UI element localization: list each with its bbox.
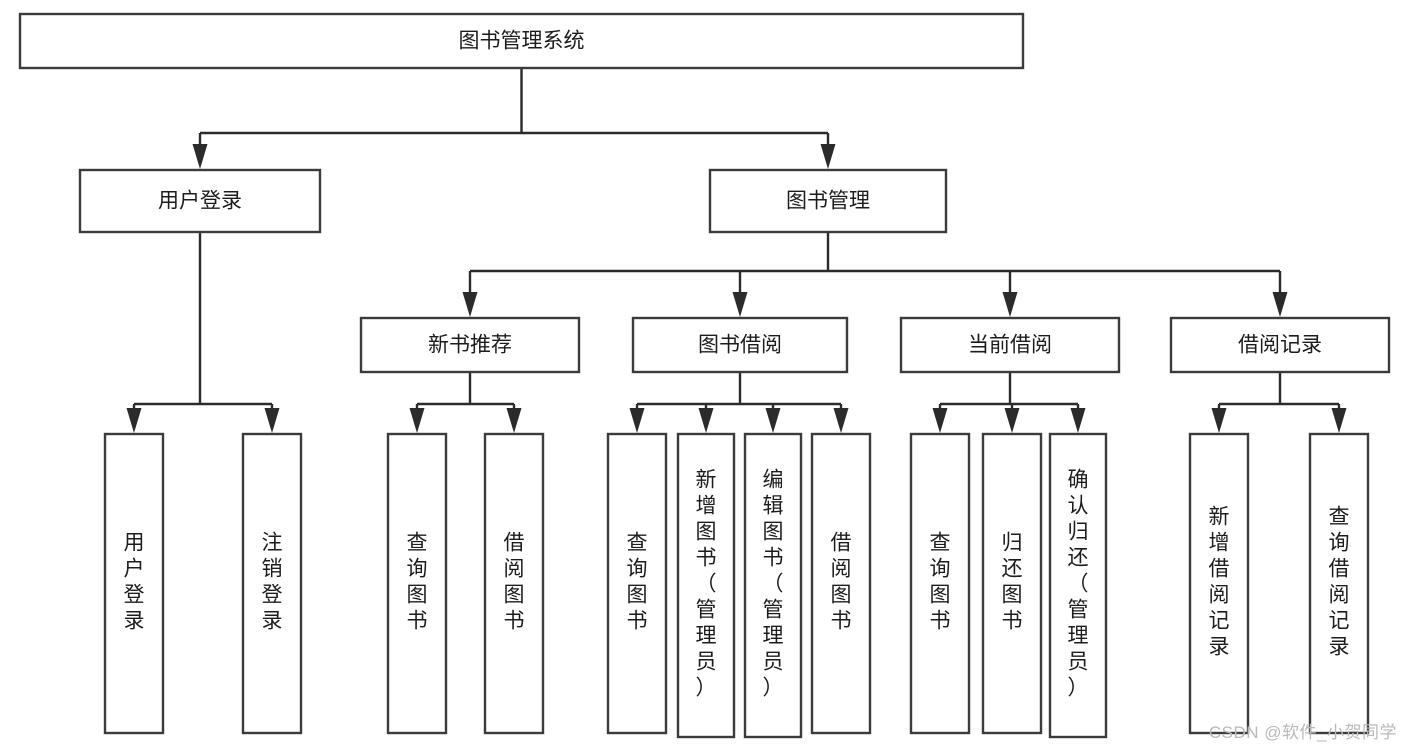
node-leaf-logout[interactable]: 注销登录 xyxy=(241,432,303,735)
arrow-head-icon xyxy=(698,408,714,433)
arrow-head-icon xyxy=(192,144,208,169)
connector-group-borrow-record xyxy=(1211,372,1347,433)
connector-group-root xyxy=(192,68,836,169)
arrow-head-icon xyxy=(1004,408,1020,433)
connector-group-current-borrow xyxy=(932,372,1086,433)
arrow-head-icon xyxy=(1331,408,1347,433)
connector-group-user-login xyxy=(126,232,280,433)
node-label-leaf-borrow-book-2: 借阅图书 xyxy=(831,532,852,633)
node-box-root[interactable] xyxy=(18,12,1025,70)
node-label-leaf-query-book-3: 查询图书 xyxy=(930,532,951,633)
node-leaf-query-record[interactable]: 查询借阅记录 xyxy=(1308,432,1370,735)
node-box-leaf-return-book[interactable] xyxy=(981,432,1043,735)
arrow-head-icon xyxy=(820,144,836,169)
node-leaf-query-book-2[interactable]: 查询图书 xyxy=(606,432,668,735)
node-label-root: 图书管理系统 xyxy=(459,30,585,53)
node-label-book-borrow: 图书借阅 xyxy=(698,334,782,357)
arrow-head-icon xyxy=(932,408,948,433)
node-leaf-edit-book[interactable]: 编辑图书（管理员） xyxy=(743,432,803,739)
connector-group-book-manage xyxy=(462,232,1288,317)
node-label-leaf-return-book: 归还图书 xyxy=(1002,532,1023,633)
node-box-book-manage[interactable] xyxy=(708,168,948,234)
arrow-head-icon xyxy=(506,408,522,433)
node-box-user-login[interactable] xyxy=(78,168,322,234)
arrow-head-icon xyxy=(264,408,280,433)
node-leaf-borrow-book-2[interactable]: 借阅图书 xyxy=(810,432,872,735)
node-leaf-query-book-3[interactable]: 查询图书 xyxy=(909,432,971,735)
watermark-text: CSDN @软件_小贺同学 xyxy=(1208,723,1397,742)
node-box-current-borrow[interactable] xyxy=(899,316,1121,374)
arrow-head-icon xyxy=(765,408,781,433)
node-box-leaf-logout[interactable] xyxy=(241,432,303,735)
node-label-new-book-rec: 新书推荐 xyxy=(428,334,512,357)
node-label-leaf-logout: 注销登录 xyxy=(262,532,283,633)
node-box-leaf-user-login[interactable] xyxy=(103,432,165,735)
arrow-head-icon xyxy=(1272,292,1288,317)
arrow-head-icon xyxy=(833,408,849,433)
node-leaf-add-record[interactable]: 新增借阅记录 xyxy=(1188,432,1250,735)
node-label-leaf-query-record: 查询借阅记录 xyxy=(1329,506,1350,659)
node-label-leaf-add-record: 新增借阅记录 xyxy=(1209,506,1230,659)
connector-group-book-borrow xyxy=(629,372,849,433)
node-box-leaf-add-book[interactable] xyxy=(676,432,736,739)
node-label-leaf-confirm-return: 确认归还（管理员） xyxy=(1068,469,1089,700)
node-box-new-book-rec[interactable] xyxy=(359,316,581,374)
arrow-head-icon xyxy=(462,292,478,317)
node-box-leaf-query-book-1[interactable] xyxy=(386,432,448,735)
arrow-head-icon xyxy=(732,292,748,317)
node-box-borrow-record[interactable] xyxy=(1169,316,1391,374)
node-box-leaf-query-book-3[interactable] xyxy=(909,432,971,735)
node-root[interactable]: 图书管理系统 xyxy=(18,12,1025,70)
arrow-head-icon xyxy=(126,408,142,433)
node-label-leaf-user-login: 用户登录 xyxy=(124,532,145,633)
connectors-layer xyxy=(126,68,1347,433)
node-leaf-user-login[interactable]: 用户登录 xyxy=(103,432,165,735)
node-box-leaf-query-book-2[interactable] xyxy=(606,432,668,735)
arrow-head-icon xyxy=(409,408,425,433)
node-label-user-login: 用户登录 xyxy=(158,190,242,213)
node-box-leaf-borrow-book-1[interactable] xyxy=(483,432,545,735)
node-box-leaf-confirm-return[interactable] xyxy=(1048,432,1108,739)
node-leaf-add-book[interactable]: 新增图书（管理员） xyxy=(676,432,736,739)
node-book-manage[interactable]: 图书管理 xyxy=(708,168,948,234)
node-box-leaf-edit-book[interactable] xyxy=(743,432,803,739)
node-leaf-query-book-1[interactable]: 查询图书 xyxy=(386,432,448,735)
arrow-head-icon xyxy=(1002,292,1018,317)
node-user-login[interactable]: 用户登录 xyxy=(78,168,322,234)
node-current-borrow[interactable]: 当前借阅 xyxy=(899,316,1121,374)
node-box-leaf-add-record[interactable] xyxy=(1188,432,1250,735)
node-label-leaf-query-book-2: 查询图书 xyxy=(627,532,648,633)
node-label-book-manage: 图书管理 xyxy=(786,190,870,213)
connector-group-new-book-rec xyxy=(409,372,522,433)
arrow-head-icon xyxy=(1070,408,1086,433)
node-book-borrow[interactable]: 图书借阅 xyxy=(631,316,849,374)
node-label-borrow-record: 借阅记录 xyxy=(1238,334,1322,357)
node-box-leaf-borrow-book-2[interactable] xyxy=(810,432,872,735)
arrow-head-icon xyxy=(1211,408,1227,433)
node-leaf-confirm-return[interactable]: 确认归还（管理员） xyxy=(1048,432,1108,739)
node-borrow-record[interactable]: 借阅记录 xyxy=(1169,316,1391,374)
node-new-book-rec[interactable]: 新书推荐 xyxy=(359,316,581,374)
node-leaf-return-book[interactable]: 归还图书 xyxy=(981,432,1043,735)
nodes-layer: 图书管理系统用户登录图书管理新书推荐图书借阅当前借阅借阅记录用户登录注销登录查询… xyxy=(18,12,1391,739)
node-label-leaf-edit-book: 编辑图书（管理员） xyxy=(763,469,784,700)
node-label-leaf-add-book: 新增图书（管理员） xyxy=(696,469,717,700)
node-label-leaf-query-book-1: 查询图书 xyxy=(407,532,428,633)
node-leaf-borrow-book-1[interactable]: 借阅图书 xyxy=(483,432,545,735)
node-box-book-borrow[interactable] xyxy=(631,316,849,374)
node-label-current-borrow: 当前借阅 xyxy=(968,334,1052,357)
node-box-leaf-query-record[interactable] xyxy=(1308,432,1370,735)
arrow-head-icon xyxy=(629,408,645,433)
node-label-leaf-borrow-book-1: 借阅图书 xyxy=(504,532,525,633)
